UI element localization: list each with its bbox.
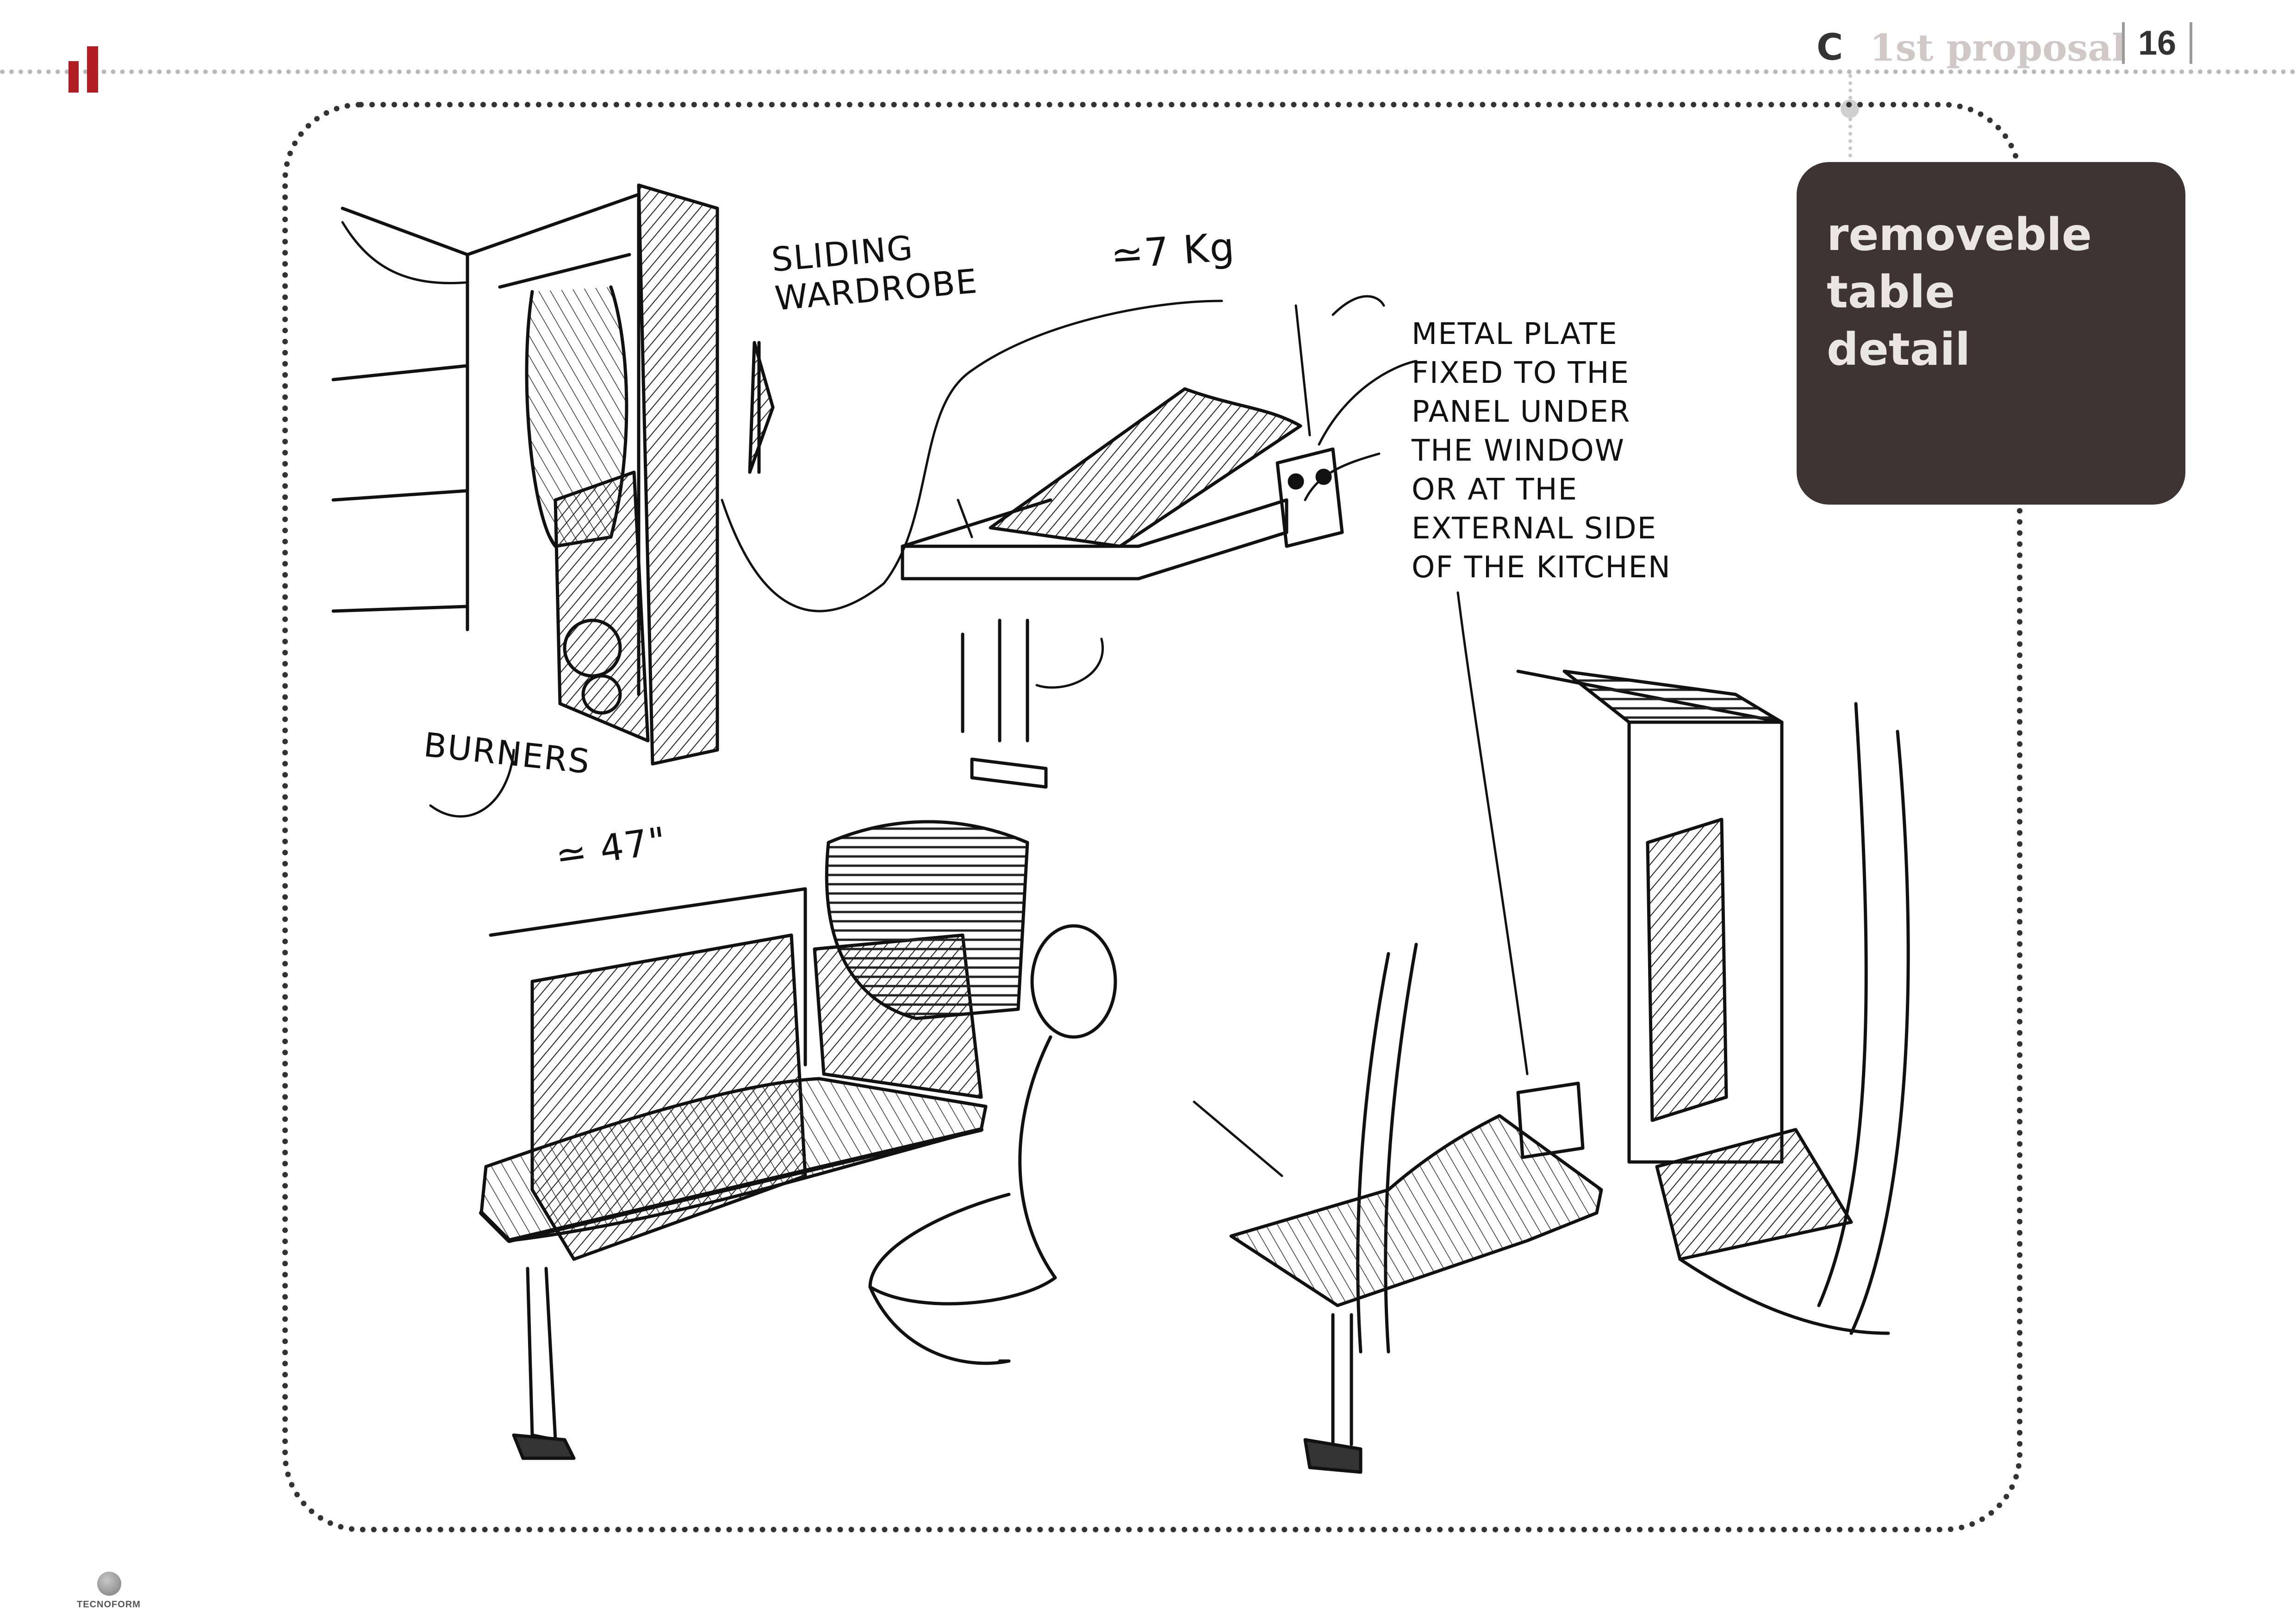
company-logo: TECNOFORM [65, 1572, 153, 1618]
table-bench-sketch [479, 820, 1117, 1460]
detail-label-box: removeble table detail [1797, 162, 2185, 505]
table-top-sketch [901, 295, 1418, 789]
section-title: 1st proposal [1870, 26, 2126, 69]
header-dotted-rule [0, 69, 2296, 74]
wardrobe-sketch [331, 183, 1223, 818]
label-line: removeble [1827, 209, 2092, 261]
table-kitchen-sketch [1193, 591, 1910, 1474]
label-line: table [1827, 266, 1955, 318]
globe-icon [97, 1572, 121, 1596]
page-number: 16 [2122, 22, 2192, 64]
annotation-metal-plate: METAL PLATE FIXED TO THE PANEL UNDER THE… [1412, 317, 1671, 585]
leader-arrow [1304, 452, 1381, 501]
sketch-drawing [331, 183, 1910, 1474]
section-letter: C [1817, 27, 1843, 69]
logo-text: TECNOFORM [77, 1599, 141, 1610]
label-line: detail [1827, 324, 1971, 375]
annotation-weight: ≃7 Kg [1109, 224, 1237, 278]
brand-bars-icon [68, 46, 106, 93]
